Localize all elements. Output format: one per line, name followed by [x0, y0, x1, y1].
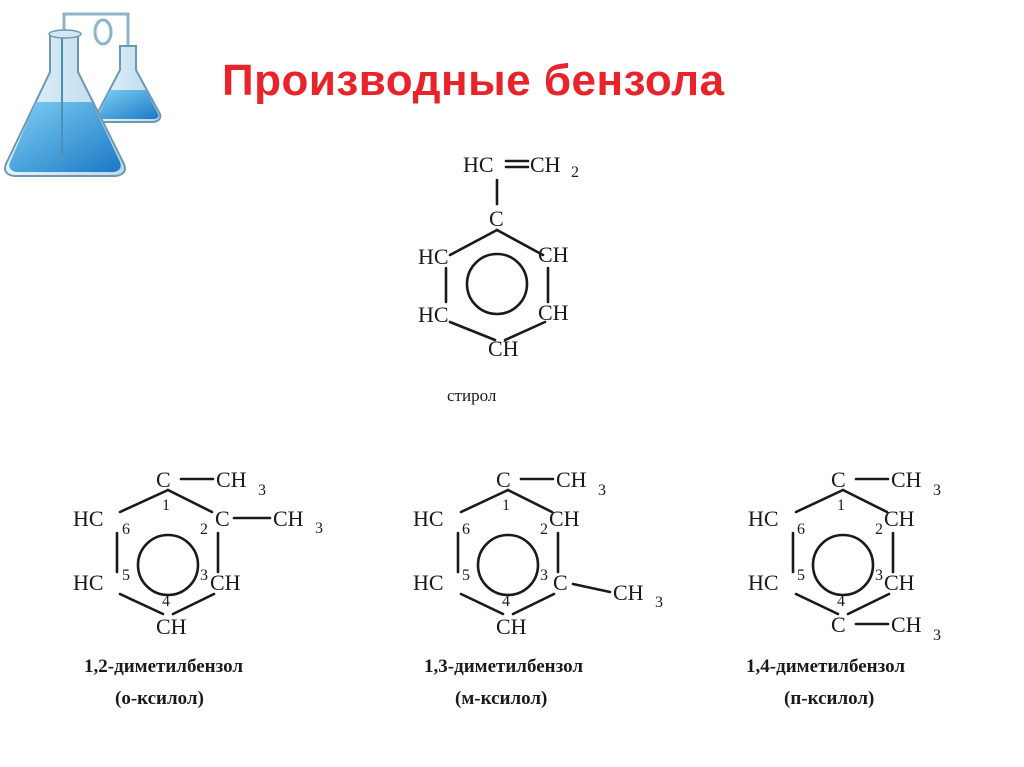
styrene-vinyl-hc: HC [463, 152, 494, 177]
ortho-c5: HC [73, 570, 104, 595]
styrene-atom-upper-left: HC [418, 244, 449, 269]
para-position-2: 2 [875, 521, 883, 538]
ortho-c2-methyl-subscript: 3 [315, 520, 323, 537]
para-c5: HC [748, 570, 779, 595]
meta-c5: HC [413, 570, 444, 595]
styrene-atom-upper-right: CH [538, 242, 569, 267]
meta-alt-name: (м-ксилол) [455, 688, 547, 709]
meta-c3-methyl-subscript: 3 [655, 594, 663, 611]
ortho-c6: HC [73, 506, 104, 531]
para-c3: CH [884, 570, 915, 595]
ortho-position-1: 1 [162, 497, 170, 514]
ortho-c4: CH [156, 614, 187, 639]
meta-c2: CH [549, 506, 580, 531]
meta-position-1: 1 [502, 497, 510, 514]
styrene-name: стирол [447, 386, 497, 405]
para-c1-methyl: CH [891, 467, 922, 492]
meta-position-3: 3 [540, 567, 548, 584]
meta-c1-methyl: CH [556, 467, 587, 492]
meta-position-4: 4 [502, 593, 510, 610]
para-position-3: 3 [875, 567, 883, 584]
para-c6: HC [748, 506, 779, 531]
para-position-6: 6 [797, 521, 805, 538]
para-aromatic-ring [811, 533, 875, 597]
ortho-c1: C [156, 467, 171, 492]
meta-aromatic-ring [476, 533, 540, 597]
styrene-ipso-c: C [489, 206, 504, 231]
meta-c1: C [496, 467, 511, 492]
ortho-position-4: 4 [162, 593, 170, 610]
ortho-position-6: 6 [122, 521, 130, 538]
ortho-position-3: 3 [200, 567, 208, 584]
para-position-4: 4 [837, 593, 845, 610]
meta-c1-methyl-subscript: 3 [598, 482, 606, 499]
ortho-name: 1,2-диметилбензол [84, 656, 243, 677]
ortho-c2: C [215, 506, 230, 531]
meta-xylene-structure: C CH 3 CH C CH 3 CH HC HC 1 2 3 4 5 6 1,… [413, 467, 663, 709]
styrene-structure: HC CH 2 C HC CH HC CH CH стирол [418, 152, 579, 405]
meta-position-6: 6 [462, 521, 470, 538]
chemistry-flasks-icon [4, 12, 162, 177]
para-name: 1,4-диметилбензол [746, 656, 905, 677]
para-xylene-structure: C CH 3 CH CH C CH 3 HC HC 1 2 3 4 5 6 1,… [746, 467, 941, 709]
para-alt-name: (п-ксилол) [784, 688, 874, 709]
styrene-atom-bottom: CH [488, 336, 519, 361]
para-c4-methyl-subscript: 3 [933, 627, 941, 644]
meta-c4: CH [496, 614, 527, 639]
meta-c3: C [553, 570, 568, 595]
meta-c6: HC [413, 506, 444, 531]
styrene-vinyl-ch2: CH [530, 152, 561, 177]
para-c1: C [831, 467, 846, 492]
ortho-c1-methyl-subscript: 3 [258, 482, 266, 499]
styrene-atom-lower-right: CH [538, 300, 569, 325]
ortho-c1-methyl: CH [216, 467, 247, 492]
para-c4-methyl: CH [891, 612, 922, 637]
para-c2: CH [884, 506, 915, 531]
meta-position-5: 5 [462, 567, 470, 584]
ortho-aromatic-ring [136, 533, 200, 597]
styrene-ch2-subscript: 2 [571, 164, 579, 181]
para-c1-methyl-subscript: 3 [933, 482, 941, 499]
para-c4: C [831, 612, 846, 637]
ortho-position-5: 5 [122, 567, 130, 584]
styrene-atom-lower-left: HC [418, 302, 449, 327]
meta-c3-methyl: CH [613, 580, 644, 605]
ortho-xylene-structure: C CH 3 C CH 3 CH CH HC HC 1 2 3 4 5 6 1,… [73, 467, 323, 709]
para-position-1: 1 [837, 497, 845, 514]
styrene-aromatic-ring [465, 252, 529, 316]
meta-name: 1,3-диметилбензол [424, 656, 583, 677]
ortho-c3: CH [210, 570, 241, 595]
meta-position-2: 2 [540, 521, 548, 538]
ortho-c2-methyl: CH [273, 506, 304, 531]
ortho-position-2: 2 [200, 521, 208, 538]
ortho-alt-name: (о-ксилол) [115, 688, 204, 709]
page-title: Производные бензола [222, 56, 725, 105]
para-position-5: 5 [797, 567, 805, 584]
